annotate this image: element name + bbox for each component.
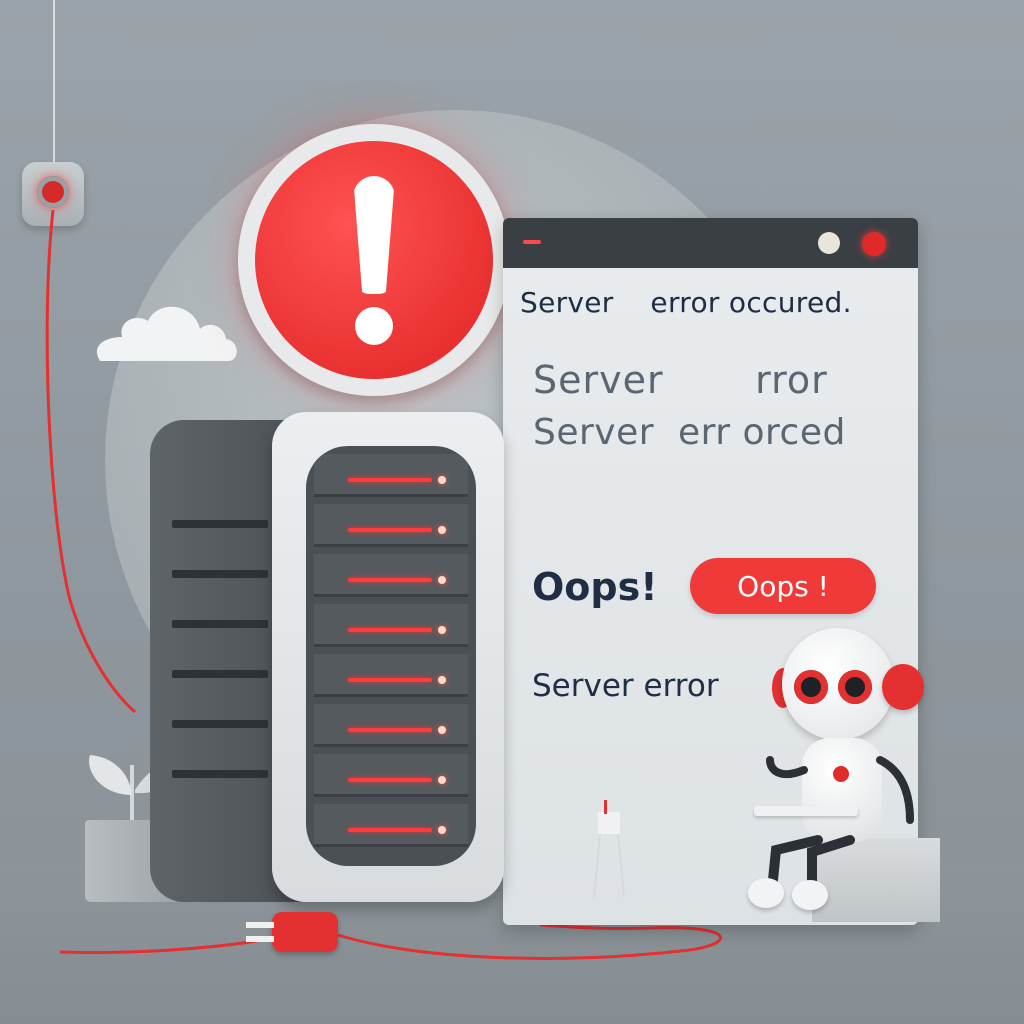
error-message-line-3: Server err orced <box>533 412 846 453</box>
robot-laptop <box>754 806 858 816</box>
plug-icon <box>272 912 338 952</box>
server-bay <box>314 554 468 597</box>
minimize-button[interactable] <box>818 232 840 254</box>
robot-limbs <box>766 756 914 895</box>
robot-foot-left <box>748 878 784 908</box>
robot-chest-light <box>833 766 849 782</box>
server-bay <box>314 754 468 797</box>
robot-eye-left <box>794 670 828 704</box>
server-bay <box>314 604 468 647</box>
lamp-bulb <box>37 176 69 208</box>
server-bay <box>314 454 468 497</box>
cloud-icon <box>96 306 237 361</box>
robot-icon <box>782 628 894 740</box>
robot-ear-right <box>882 664 924 710</box>
window-titlebar <box>503 218 918 268</box>
oops-button[interactable]: Oops ! <box>690 558 876 614</box>
server-bay <box>314 654 468 697</box>
server-error-label: Server error <box>532 668 719 704</box>
oops-heading: Oops! <box>532 565 658 609</box>
robot-foot-right <box>792 880 828 910</box>
pin-stand <box>593 800 625 899</box>
server-bay <box>314 504 468 547</box>
exclamation-dot <box>355 307 393 345</box>
titlebar-indicator <box>523 240 541 244</box>
error-message-line-2: Server rror <box>533 358 828 402</box>
server-bay <box>314 804 468 847</box>
server-bay <box>314 704 468 747</box>
robot-eye-right <box>838 670 872 704</box>
robot-body <box>802 738 882 842</box>
plug-prongs <box>246 922 274 942</box>
server-rack-panel <box>306 446 476 866</box>
close-button[interactable] <box>862 232 886 256</box>
robot-seat <box>812 838 940 922</box>
lamp-cord <box>53 0 55 170</box>
error-message-line-1: Server error occured. <box>520 286 852 319</box>
